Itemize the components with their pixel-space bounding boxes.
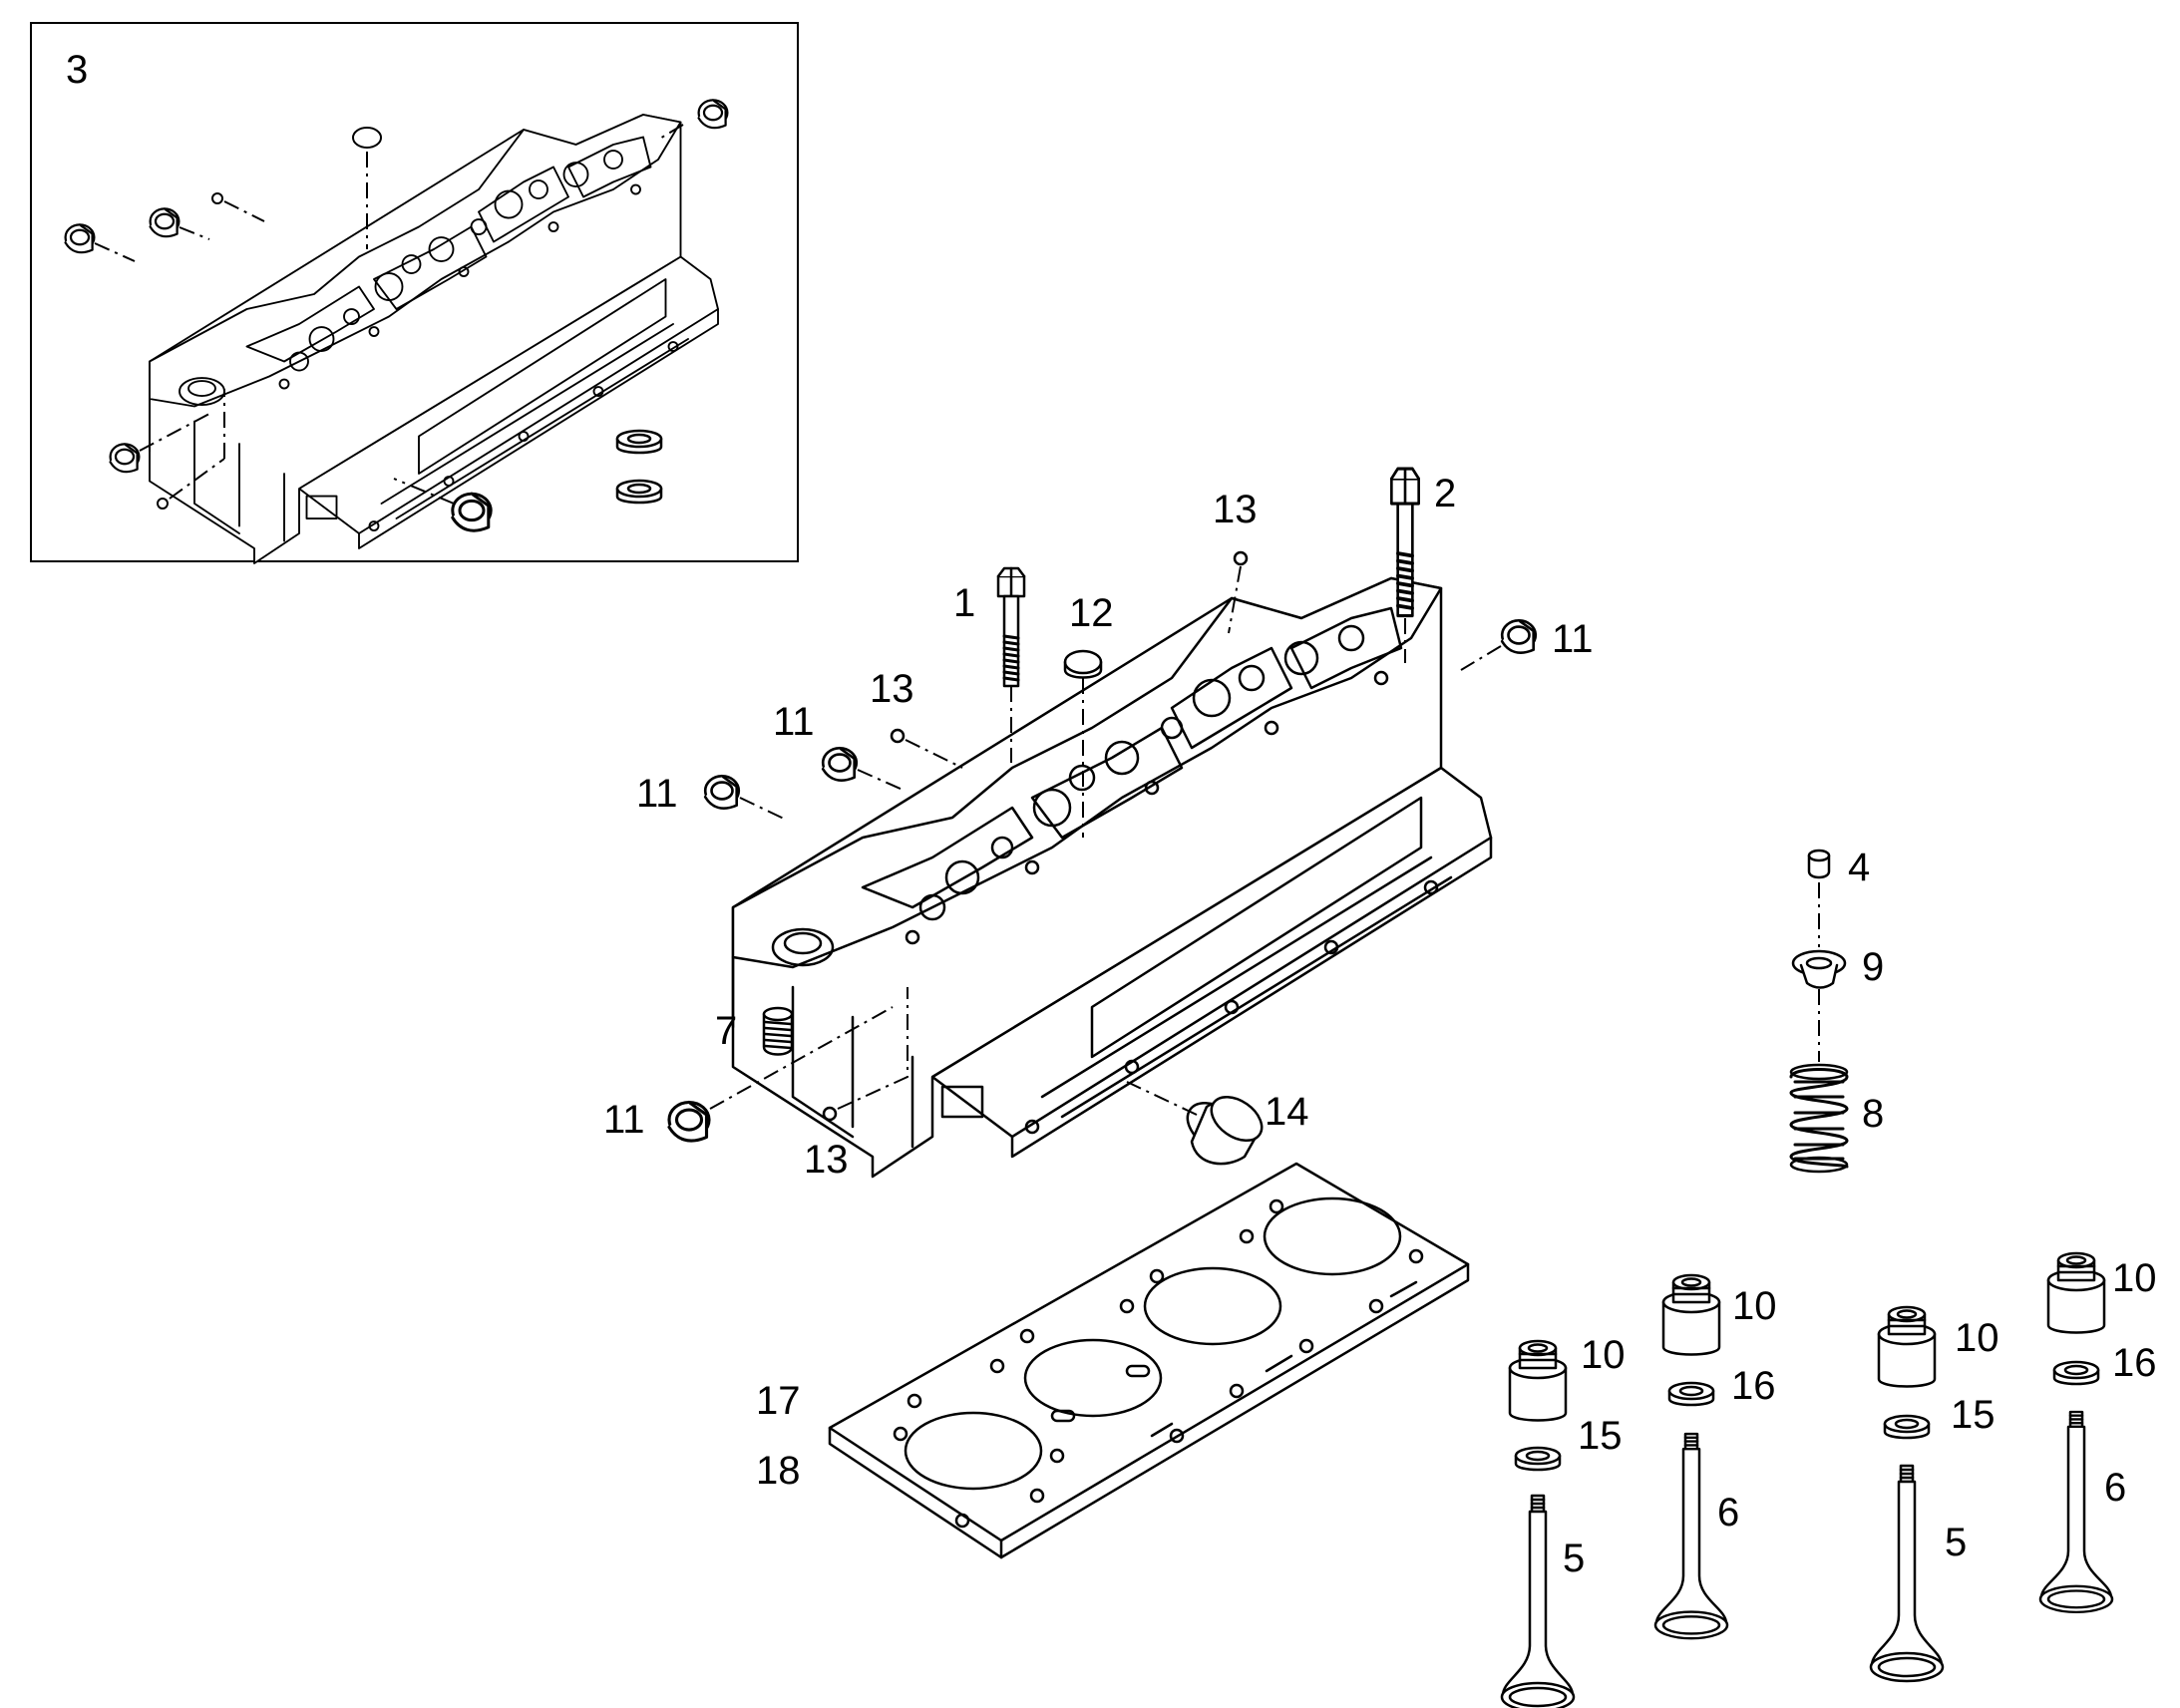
valve-stack-right-5 — [1869, 1305, 1945, 1683]
valve-stack-left-5 — [1500, 1339, 1576, 1708]
callout-spring-retainer-9: 9 — [1862, 945, 1884, 989]
bolt-2 — [1389, 467, 1421, 663]
inset-loose-parts — [64, 99, 729, 532]
dowel-13-top — [1228, 550, 1249, 634]
inset-callout-3: 3 — [66, 48, 88, 92]
callout-seat-16-left: 16 — [1731, 1364, 1776, 1408]
valve-spring-8 — [1789, 1063, 1849, 1174]
expansion-plugs-11 — [667, 618, 1538, 1143]
valve-stack-left-6 — [1653, 1273, 1729, 1640]
callout-bolt-2: 2 — [1434, 472, 1456, 515]
callout-gasket-18: 18 — [756, 1449, 801, 1493]
large-plug-14 — [1186, 1095, 1264, 1166]
callout-dowel-13-left: 13 — [870, 667, 914, 711]
inset-assembly-box: 3 — [30, 22, 799, 564]
callout-guide-10-d: 10 — [2112, 1256, 2157, 1300]
callout-valve-spring-8: 8 — [1862, 1092, 1884, 1136]
injector-sleeve-12 — [1063, 649, 1103, 838]
dowel-13-bottom — [822, 987, 908, 1122]
callout-seal-15-left: 15 — [1578, 1414, 1623, 1458]
valve-stack-right-6 — [2038, 1251, 2114, 1614]
callout-guide-10-c: 10 — [1955, 1316, 1999, 1360]
threaded-plug-7 — [762, 1006, 794, 1056]
head-gasket — [828, 1162, 1470, 1559]
callout-plug-11-top: 11 — [773, 700, 815, 744]
callout-gasket-17: 17 — [756, 1379, 801, 1423]
callout-guide-10-a: 10 — [1581, 1333, 1626, 1377]
callout-dowel-13-bottom: 13 — [804, 1138, 849, 1182]
callout-valve-5-left: 5 — [1563, 1537, 1585, 1580]
callout-valve-5-right: 5 — [1945, 1521, 1967, 1564]
callout-plug-11-rear: 11 — [1552, 617, 1594, 661]
spring-retainer-9 — [1791, 949, 1847, 989]
callout-labels: 1 2 12 13 13 13 11 11 11 11 7 14 17 18 4… — [603, 472, 2157, 1580]
callout-injector-sleeve-12: 12 — [1069, 591, 1114, 635]
callout-guide-10-b: 10 — [1732, 1284, 1777, 1328]
callout-threaded-plug-7: 7 — [715, 1009, 737, 1053]
callout-valve-6-right: 6 — [2104, 1466, 2126, 1510]
callout-seal-15-right: 15 — [1951, 1393, 1996, 1437]
callout-plug-11-left: 11 — [636, 772, 678, 816]
bolt-1 — [996, 566, 1026, 763]
cylinder-head — [731, 576, 1493, 1179]
callout-dowel-13-top: 13 — [1213, 488, 1258, 531]
dowel-13-left — [890, 728, 963, 769]
callout-bolt-1: 1 — [953, 581, 975, 625]
valve-cap-4 — [1807, 849, 1831, 879]
callout-plug-11-bottom: 11 — [603, 1098, 645, 1142]
callout-valve-cap-4: 4 — [1848, 846, 1870, 889]
callout-valve-6-left: 6 — [1717, 1491, 1739, 1535]
callout-seat-16-right: 16 — [2112, 1341, 2157, 1385]
callout-large-plug-14: 14 — [1265, 1090, 1309, 1134]
